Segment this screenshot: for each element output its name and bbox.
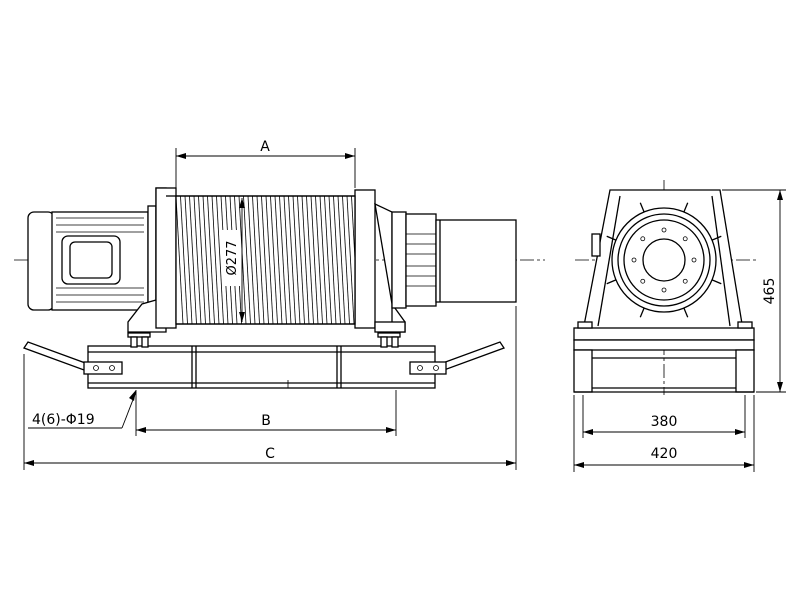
dimension-a-label: A bbox=[260, 139, 270, 155]
dimension-380-label: 380 bbox=[651, 414, 678, 430]
dimension-a: A bbox=[175, 139, 356, 192]
dimension-465-label: 465 bbox=[762, 278, 778, 305]
bolt-hole-label: 4(6)-Φ19 bbox=[32, 412, 95, 428]
base-bolts bbox=[127, 332, 401, 348]
dimension-b: B bbox=[135, 390, 397, 436]
dimension-465: 465 bbox=[722, 189, 786, 393]
side-view: A Ø277 B C bbox=[14, 139, 545, 470]
dimension-380: 380 bbox=[582, 395, 746, 438]
left-anchor-arm bbox=[23, 341, 123, 375]
gearbox bbox=[391, 211, 517, 309]
base-frame bbox=[87, 345, 436, 389]
motor bbox=[27, 211, 158, 311]
end-view: 380 420 465 bbox=[573, 180, 786, 472]
dimension-420: 420 bbox=[573, 395, 755, 472]
dimension-c: C bbox=[23, 306, 517, 470]
bolt-hole-callout: 4(6)-Φ19 bbox=[28, 390, 137, 429]
dimension-b-label: B bbox=[261, 413, 271, 429]
drum-diameter-label: Ø277 bbox=[225, 240, 240, 275]
drum-diameter-dimension: Ø277 bbox=[222, 198, 245, 322]
end-flange bbox=[606, 202, 722, 318]
drum bbox=[175, 195, 356, 325]
right-anchor-arm bbox=[409, 341, 505, 375]
dimension-420-label: 420 bbox=[651, 446, 678, 462]
dimension-c-label: C bbox=[265, 446, 275, 462]
